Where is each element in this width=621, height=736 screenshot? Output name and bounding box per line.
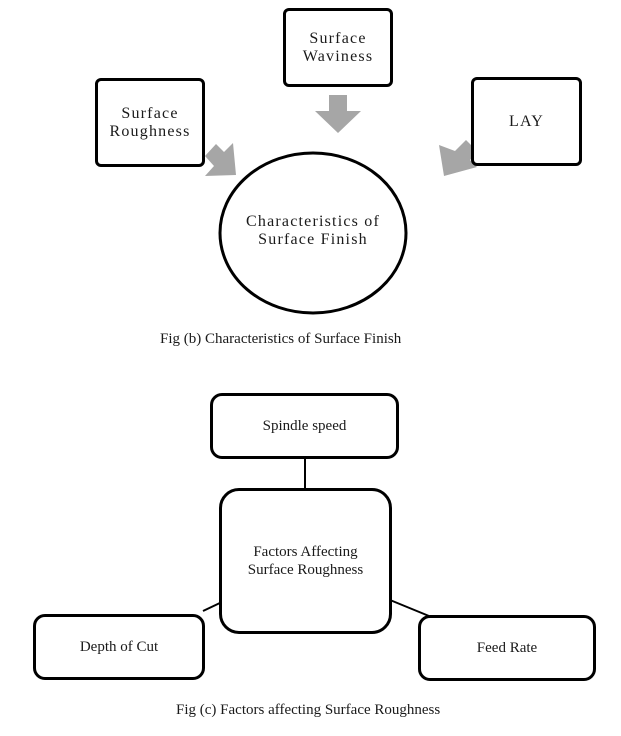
node-surface-roughness: Surface Roughness [95,78,205,167]
node-depth-of-cut: Depth of Cut [33,614,205,680]
node-spindle-speed: Spindle speed [210,393,399,459]
connector-depth [202,601,223,612]
node-factors-center-label: Factors Affecting Surface Roughness [247,544,364,578]
caption-fig-b: Fig (b) Characteristics of Surface Finis… [160,331,402,347]
node-factors-center: Factors Affecting Surface Roughness [219,488,392,634]
caption-fig-c: Fig (c) Factors affecting Surface Roughn… [176,702,441,718]
node-lay-label: LAY [508,112,544,130]
center-ellipse-text: Characteristics of Surface Finish [246,213,380,248]
connector-feed [389,599,430,617]
center-ellipse-label: Characteristics of Surface Finish [228,213,398,249]
node-surface-waviness: Surface Waviness [283,8,393,87]
node-spindle-speed-label: Spindle speed [262,418,347,434]
arrow-waviness [315,95,361,133]
center-ellipse [218,151,408,315]
node-lay: LAY [471,77,582,166]
node-feed-rate: Feed Rate [418,615,596,681]
node-surface-waviness-label: Surface Waviness [302,29,374,65]
node-surface-roughness-label: Surface Roughness [109,104,191,140]
node-depth-of-cut-label: Depth of Cut [79,639,159,655]
arrow-roughness [205,143,236,176]
arrow-lay [439,140,478,176]
node-feed-rate-label: Feed Rate [476,640,538,656]
